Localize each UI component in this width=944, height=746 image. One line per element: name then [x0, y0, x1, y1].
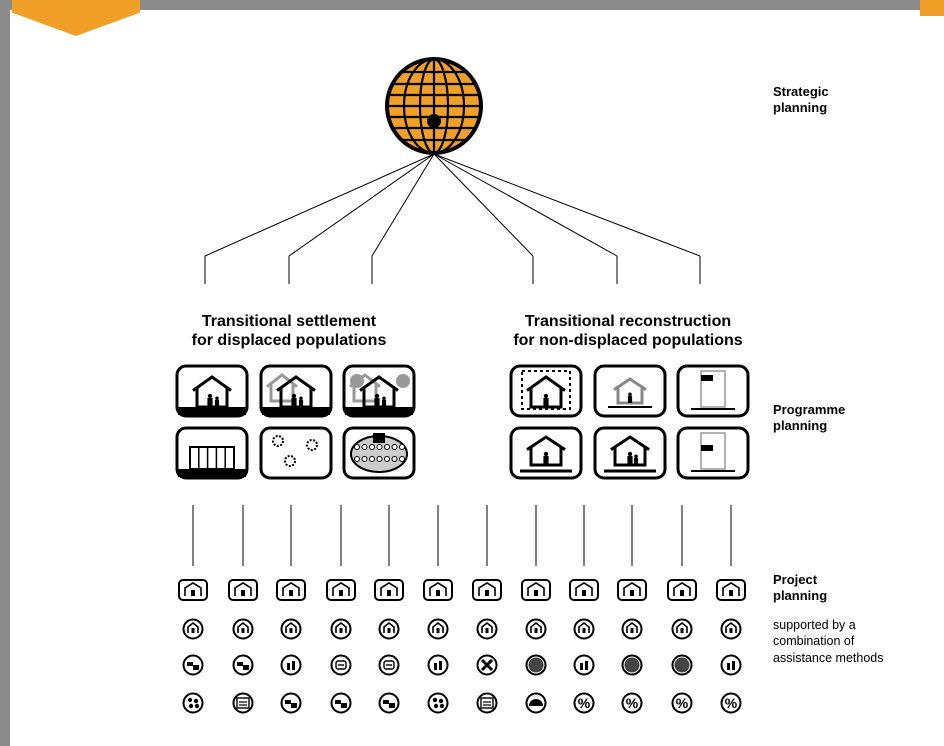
percent-icon: %	[720, 692, 742, 714]
house-icon	[232, 618, 254, 640]
programme-planning-label: Programme planning	[773, 402, 846, 433]
globe-icon	[385, 57, 483, 155]
planned-camp-icon	[342, 426, 416, 480]
connector-lines	[204, 153, 701, 284]
top-frame-bar	[0, 0, 944, 10]
apartment-icon	[676, 364, 750, 418]
project-tenant-icon	[569, 579, 599, 601]
helmet-icon	[525, 692, 547, 714]
project-transit-centre-icon	[521, 579, 551, 601]
self-settled-camp-icon	[259, 426, 333, 480]
transit-icon	[378, 654, 400, 676]
svg-text:%: %	[578, 695, 591, 711]
project-urban-self-settlement-icon	[276, 579, 306, 601]
percent-icon: %	[671, 692, 693, 714]
house-icon	[182, 618, 204, 640]
cash-icon	[280, 692, 302, 714]
cash-icon	[330, 692, 352, 714]
project-occupancy-free-icon	[617, 579, 647, 601]
project-apartment-icon	[667, 579, 697, 601]
settlement-group-title: Transitional settlement for displaced po…	[191, 313, 387, 350]
people-icon	[427, 654, 449, 676]
strategic-planning-label: Strategic planning	[773, 84, 829, 115]
house-icon	[573, 618, 595, 640]
tenant-icon	[509, 426, 583, 480]
cash-icon	[378, 692, 400, 714]
materials-icon	[182, 692, 204, 714]
people-icon	[280, 654, 302, 676]
orange-corner-tab-right	[920, 0, 944, 16]
project-self-settled-camp-icon	[326, 579, 356, 601]
people-icon	[573, 654, 595, 676]
project-planning-label: Project planning	[773, 572, 828, 603]
svg-text:%: %	[626, 695, 639, 711]
people-icon	[720, 654, 742, 676]
transit-centre-icon	[509, 364, 583, 418]
project-collective-centre-icon	[228, 579, 258, 601]
project-connector-lines	[192, 505, 732, 566]
cash-icon	[232, 654, 254, 676]
svg-text:%: %	[725, 695, 738, 711]
house-icon	[330, 618, 352, 640]
transit-icon	[330, 654, 352, 676]
percent-icon: %	[573, 692, 595, 714]
svg-text:%: %	[676, 695, 689, 711]
house-icon	[476, 618, 498, 640]
house-icon	[427, 618, 449, 640]
project-owner-occupied-icon	[472, 579, 502, 601]
project-host-family-icon	[178, 579, 208, 601]
collective-centre-icon	[175, 426, 249, 480]
owner-occupied-icon	[593, 364, 667, 418]
percent-icon: %	[621, 692, 643, 714]
rural-self-settlement-icon	[342, 364, 416, 418]
house-icon	[525, 618, 547, 640]
reconstruction-group-title: Transitional reconstruction for non-disp…	[513, 313, 743, 350]
house-icon	[280, 618, 302, 640]
crowd-icon	[671, 654, 693, 676]
house-icon	[671, 618, 693, 640]
house-icon	[720, 618, 742, 640]
tools-icon	[476, 654, 498, 676]
host-family-icon	[175, 364, 249, 418]
house-icon	[378, 618, 400, 640]
cash-icon	[182, 654, 204, 676]
project-planned-camp-icon	[374, 579, 404, 601]
assistance-methods-note: supported by a combination of assistance…	[773, 618, 884, 665]
voucher-icon	[232, 692, 254, 714]
materials-icon	[427, 692, 449, 714]
project-rural-self-settlement-icon	[423, 579, 453, 601]
house-icon	[621, 618, 643, 640]
voucher-icon	[476, 692, 498, 714]
crowd-icon	[525, 654, 547, 676]
occupancy-free-icon	[593, 426, 667, 480]
urban-self-settlement-icon	[259, 364, 333, 418]
left-frame-bar	[0, 0, 10, 746]
crowd-icon	[621, 654, 643, 676]
project-apartment-tenant-icon	[716, 579, 746, 601]
apartment-tenant-icon	[676, 426, 750, 480]
